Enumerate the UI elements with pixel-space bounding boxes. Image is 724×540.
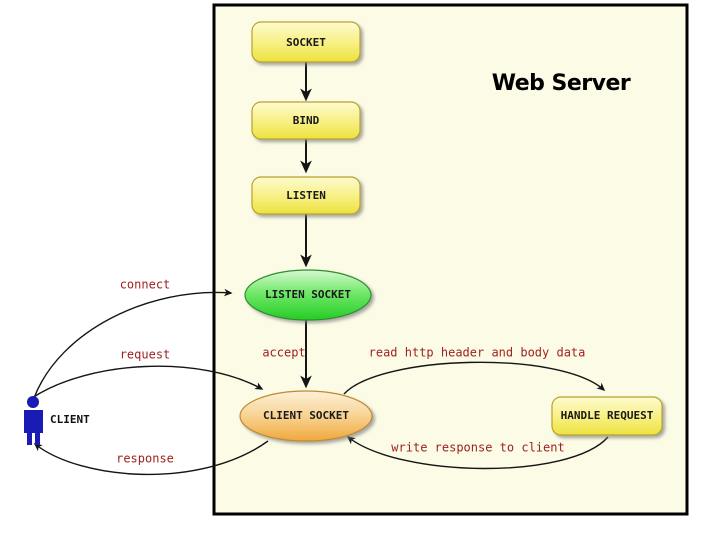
edge-read-http	[343, 361, 606, 395]
person-icon	[24, 396, 43, 445]
client-actor-label: CLIENT	[50, 413, 90, 426]
edge-label-response: response	[116, 452, 174, 466]
edge-label-write-response: write response to client	[391, 441, 564, 455]
edge-request	[31, 365, 264, 399]
node-listen[interactable]	[251, 176, 361, 215]
page-title: Web Server	[492, 71, 631, 96]
node-bind-label: BIND	[293, 114, 320, 127]
edge-connect	[33, 288, 233, 399]
node-socket[interactable]	[251, 21, 361, 63]
edge-label-connect: connect	[120, 278, 171, 292]
node-socket-label: SOCKET	[286, 36, 326, 49]
node-listen-label: LISTEN	[286, 189, 326, 202]
edge-label-accept: accept	[262, 346, 305, 360]
node-client-socket-label: CLIENT SOCKET	[263, 409, 349, 422]
node-listen-socket[interactable]	[244, 269, 372, 321]
node-bind[interactable]	[251, 101, 361, 140]
node-listen-socket-label: LISTEN SOCKET	[265, 288, 351, 301]
edge-response	[33, 440, 269, 476]
node-handle-request-label: HANDLE REQUEST	[561, 409, 654, 422]
node-client-socket[interactable]	[239, 390, 373, 442]
node-handle-request[interactable]	[551, 396, 663, 436]
edge-label-read-http: read http header and body data	[369, 346, 586, 360]
edge-label-request: request	[120, 348, 171, 362]
edge-write-response	[346, 436, 609, 470]
